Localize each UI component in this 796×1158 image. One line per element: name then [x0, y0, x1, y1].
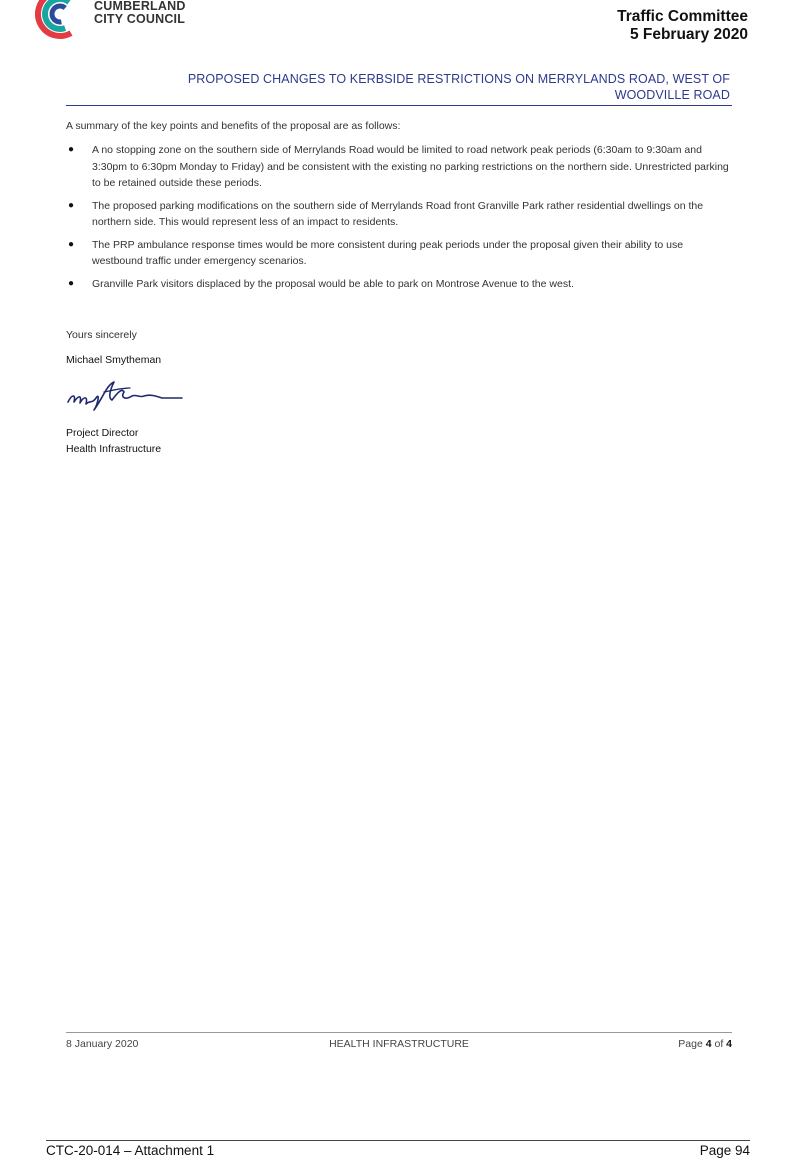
committee-header: Traffic Committee 5 February 2020	[617, 8, 748, 44]
attachment-divider	[46, 1140, 750, 1141]
bullet-icon: ●	[68, 277, 75, 289]
list-item: ● Granville Park visitors displaced by th…	[66, 276, 731, 293]
document-title: PROPOSED CHANGES TO KERBSIDE RESTRICTION…	[66, 71, 730, 103]
attachment-reference: CTC-20-014 – Attachment 1	[46, 1143, 215, 1158]
list-item: ● The proposed parking modifications on t…	[66, 198, 731, 231]
closing-salutation: Yours sincerely	[66, 329, 137, 341]
bullet-icon: ●	[68, 238, 75, 250]
title-line-1: PROPOSED CHANGES TO KERBSIDE RESTRICTION…	[187, 72, 730, 86]
signer-name: Michael Smytheman	[66, 354, 162, 366]
footer-organisation: HEALTH INFRASTRUCTURE	[329, 1038, 469, 1050]
signature-image	[67, 381, 183, 411]
page-of: of	[711, 1038, 727, 1050]
bullet-icon: ●	[68, 144, 75, 155]
list-item: ● A no stopping zone on the southern side…	[66, 142, 731, 192]
list-item-text: A no stopping zone on the southern side …	[92, 144, 729, 189]
key-points-list: ● A no stopping zone on the southern side…	[66, 142, 731, 298]
bullet-icon: ●	[68, 199, 75, 211]
page-current: 4	[705, 1038, 712, 1050]
list-item: ● The PRP ambulance response times would …	[66, 237, 731, 270]
title-divider	[66, 105, 732, 106]
list-item-text: The proposed parking modifications on th…	[92, 199, 704, 229]
signer-role: Project Director	[66, 427, 139, 439]
page-total: 4	[726, 1038, 732, 1050]
council-logo-icon	[35, 0, 86, 39]
footer-date: 8 January 2020	[66, 1038, 139, 1050]
intro-paragraph: A summary of the key points and benefits…	[66, 120, 401, 132]
footer-divider	[66, 1032, 732, 1033]
agenda-page-number: Page 94	[699, 1143, 750, 1158]
signer-organisation: Health Infrastructure	[66, 443, 162, 455]
page-prefix: Page	[678, 1038, 706, 1050]
logo-line-1: CUMBERLAND	[94, 0, 186, 13]
list-item-text: The PRP ambulance response times would b…	[92, 238, 684, 268]
council-logo: CUMBERLAND CITY COUNCIL	[34, 0, 194, 46]
footer-page-number: Page 4 of 4	[678, 1038, 732, 1050]
signer-title-block: Project Director Health Infrastructure	[66, 425, 161, 457]
logo-line-2: CITY COUNCIL	[94, 12, 186, 26]
committee-name: Traffic Committee	[617, 8, 748, 25]
logo-text: CUMBERLAND CITY COUNCIL	[94, 0, 186, 26]
list-item-text: Granville Park visitors displaced by the…	[92, 277, 574, 290]
meeting-date: 5 February 2020	[629, 26, 748, 43]
title-line-2: WOODVILLE ROAD	[614, 88, 730, 102]
